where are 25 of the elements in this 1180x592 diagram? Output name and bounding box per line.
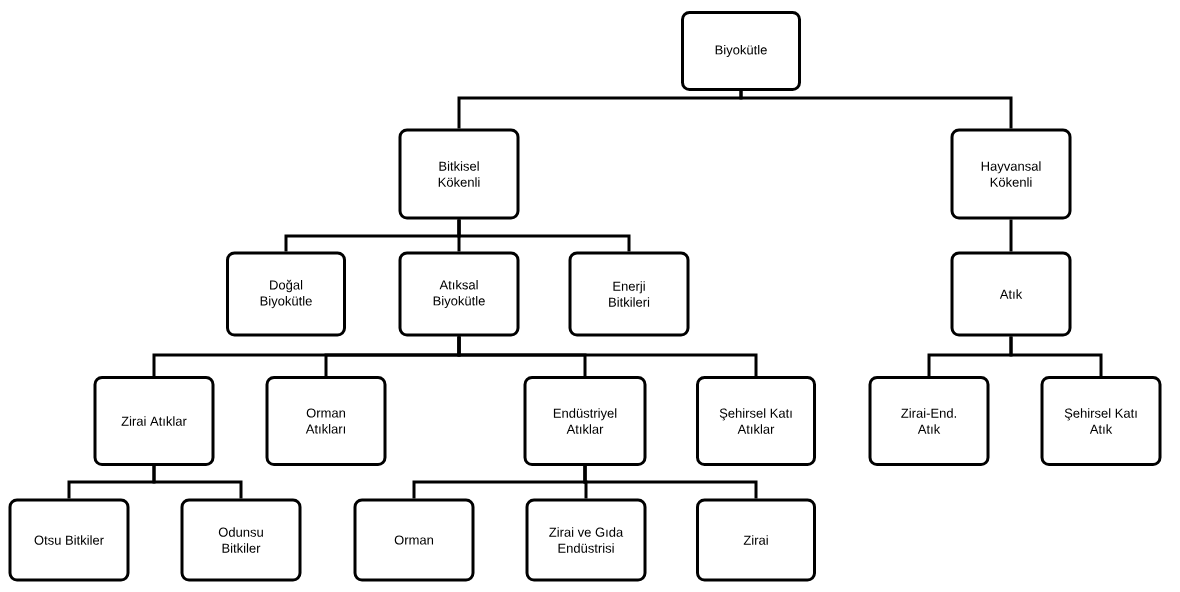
category-box: Atık [950, 251, 1072, 337]
category-box: Otsu Bitkiler [8, 498, 130, 582]
connector-line [1009, 336, 1103, 376]
category-box: Zirai ve Gıda Endüstrisi [525, 498, 647, 582]
category-box: Atıksal Biyokütle [398, 251, 520, 337]
connector-line [1009, 219, 1013, 252]
category-box: Zirai [696, 498, 816, 582]
category-box: Hayvansal Kökenli [950, 128, 1072, 220]
category-box: Şehirsel Katı Atık [1040, 376, 1162, 466]
connector-line [739, 91, 1013, 129]
category-box: Enerji Bitkileri [568, 251, 690, 337]
category-box: Zirai-End. Atık [868, 376, 990, 466]
connector-line [457, 336, 758, 376]
category-box: Şehirsel Katı Atıklar [696, 376, 816, 466]
connector-line [457, 219, 631, 252]
connector-line [152, 466, 243, 499]
connector-line [583, 466, 758, 499]
category-box: Orman Atıkları [265, 376, 387, 466]
category-box: Orman [353, 498, 475, 582]
category-box: Endüstriyel Atıklar [523, 376, 647, 466]
category-box: Bitkisel Kökenli [398, 128, 520, 220]
category-box: Zirai Atıklar [93, 376, 215, 466]
category-box: Doğal Biyokütle [226, 251, 346, 337]
category-box: Odunsu Bitkiler [180, 498, 302, 582]
category-box: Biyokütle [681, 11, 801, 91]
